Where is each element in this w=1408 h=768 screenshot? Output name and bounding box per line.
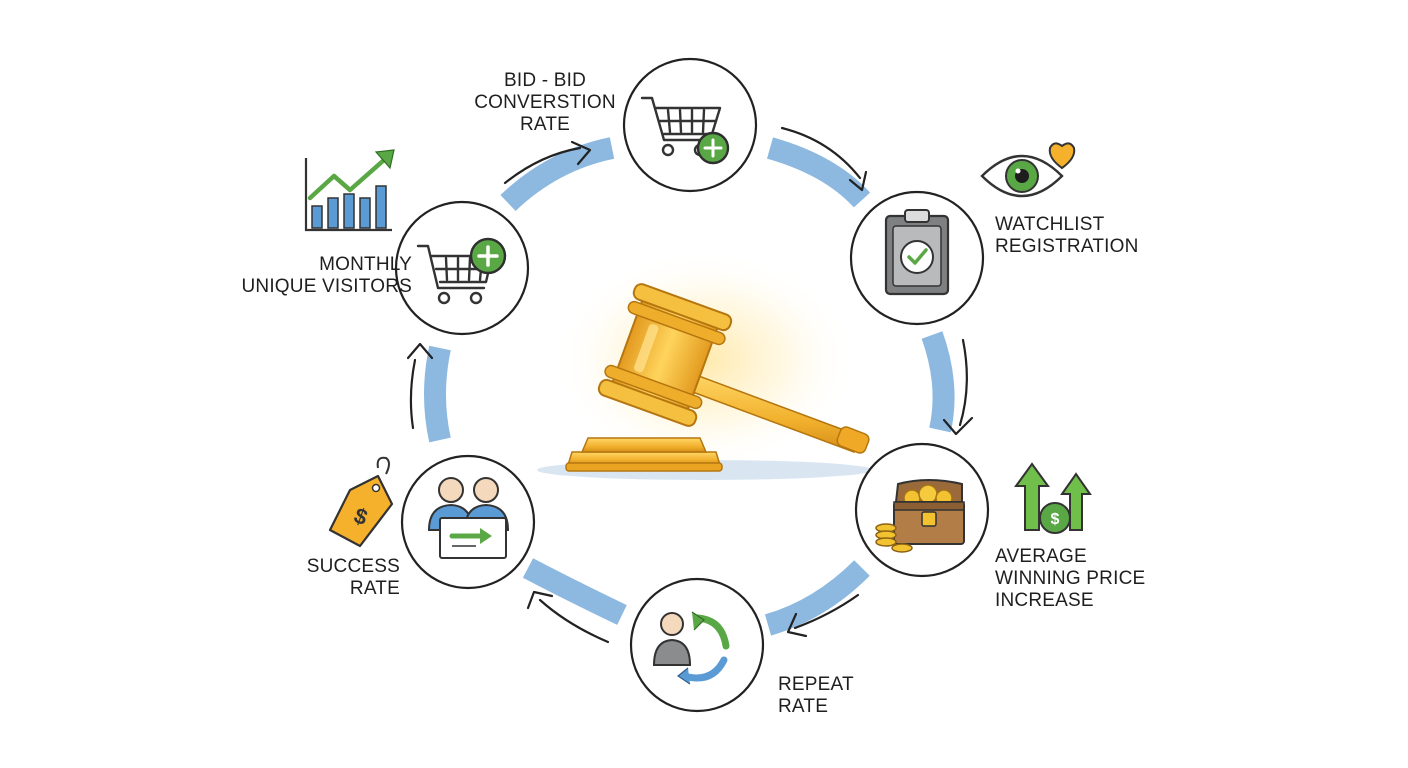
label-line: WATCHLIST	[995, 214, 1105, 235]
ring-arc-bottom-left	[522, 558, 627, 625]
users-handoff-icon	[427, 477, 510, 559]
treasure-chest-icon	[875, 479, 965, 553]
ring-arc-top-left	[500, 137, 615, 212]
cart-plus-icon	[640, 96, 730, 165]
label-line: AVERAGE	[995, 546, 1087, 567]
arrows-up-dollar-icon: $	[1014, 462, 1092, 534]
growth-chart-icon	[304, 149, 395, 232]
label-line: BID - BID	[503, 70, 587, 91]
cycle-ring	[424, 137, 955, 636]
label-watchlist: WATCHLIST REGISTRATION	[995, 214, 1165, 258]
clipboard-check-icon	[884, 209, 950, 296]
label-line: REPEAT	[778, 674, 854, 695]
node-bid-conversion	[622, 57, 758, 193]
label-line: RATE	[349, 578, 400, 599]
label-line: INCREASE	[995, 590, 1094, 611]
user-cycle-icon	[652, 611, 730, 685]
label-line: WINNING PRICE	[995, 568, 1146, 589]
node-monthly-visitors	[394, 200, 530, 336]
ring-arc-top-right	[766, 137, 871, 208]
price-tag-icon: $	[328, 456, 394, 548]
eye-heart-icon	[980, 142, 1076, 198]
node-repeat	[629, 577, 765, 713]
label-success: SUCCESS RATE	[280, 556, 400, 600]
label-line: RATE	[778, 696, 829, 717]
label-monthly-visitors: MONTHLY UNIQUE VISITORS	[222, 254, 412, 298]
label-line: REGISTRATION	[995, 236, 1139, 257]
label-bid-conversion: BID - BID CONVERSTION RATE	[470, 70, 620, 136]
gavel-icon	[537, 250, 873, 480]
label-line: SUCCESS	[306, 556, 400, 577]
svg-text:$: $	[1051, 511, 1060, 528]
cart-plus-icon	[416, 237, 507, 305]
flow-arrows	[406, 126, 974, 644]
label-line: CONVERSTION	[474, 92, 616, 113]
label-line: MONTHLY	[319, 254, 412, 275]
label-line: RATE	[519, 114, 571, 135]
label-repeat: REPEAT RATE	[778, 674, 898, 718]
label-avg-price: AVERAGE WINNING PRICE INCREASE	[995, 546, 1165, 612]
ring-arc-left	[424, 345, 451, 443]
ring-arc-bottom-right	[764, 560, 870, 636]
node-success	[400, 454, 536, 590]
node-avg-price	[854, 442, 990, 578]
node-watchlist	[849, 190, 985, 326]
label-line: UNIQUE VISITORS	[241, 276, 412, 297]
ring-arc-right	[921, 331, 955, 433]
